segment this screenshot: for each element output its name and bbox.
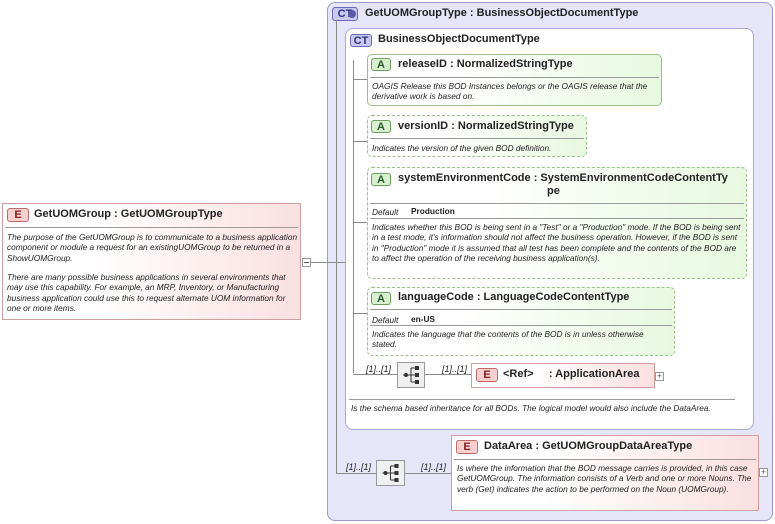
outer-connector-vertical	[336, 20, 337, 473]
app-area-multiplicity-left: [1]..[1]	[366, 364, 392, 374]
element-application-area[interactable]	[471, 363, 655, 388]
default-label: Default	[372, 207, 399, 217]
element-divider	[454, 459, 756, 460]
data-area-connector-right	[405, 473, 451, 474]
attribute-badge: A	[371, 58, 391, 71]
sequence-icon	[403, 366, 419, 384]
element-title: DataArea : GetUOMGroupDataAreaType	[484, 440, 693, 452]
attribute-divider	[370, 218, 744, 219]
attr-connector-2	[353, 141, 367, 142]
attr-connector-1	[353, 79, 367, 80]
element-description: There are many possible business applica…	[7, 272, 286, 314]
collapse-icon[interactable]	[302, 258, 311, 267]
attribute-title: releaseID : NormalizedStringType	[398, 58, 573, 70]
attribute-title: versionID : NormalizedStringType	[398, 120, 574, 132]
attribute-badge: A	[371, 173, 391, 186]
data-area-multiplicity-left: [1]..[1]	[346, 462, 372, 472]
data-area-multiplicity-right: [1]..[1]	[421, 462, 447, 472]
bod-divider	[349, 399, 735, 400]
bod-ct-title: BusinessObjectDocumentType	[378, 33, 540, 45]
element-badge: E	[7, 208, 29, 222]
element-title: GetUOMGroup : GetUOMGroupType	[34, 208, 223, 220]
attribute-system-environment-code[interactable]	[367, 167, 747, 279]
default-value: Production	[411, 206, 455, 216]
attribute-description: Indicates the language that the contents…	[372, 329, 644, 350]
attribute-badge: A	[371, 292, 391, 305]
attr-connector-3	[353, 222, 367, 223]
attribute-title-line1: systemEnvironmentCode : SystemEnvironmen…	[398, 172, 728, 184]
outer-connector-to-bod	[336, 262, 345, 263]
app-area-sequence-box[interactable]	[397, 362, 425, 388]
bod-description: Is the schema based inheritance for all …	[351, 403, 711, 413]
bod-ct-badge: CT	[350, 34, 372, 47]
element-description: Is where the information that the BOD me…	[457, 463, 752, 494]
element-title: <Ref> : ApplicationArea	[503, 368, 640, 380]
default-label: Default	[372, 315, 399, 325]
outer-ct-title: GetUOMGroupType : BusinessObjectDocument…	[365, 7, 639, 19]
element-get-uom-group[interactable]	[2, 203, 301, 320]
attribute-divider	[370, 325, 672, 326]
attribute-title-line2: pe	[547, 185, 560, 197]
expand-icon[interactable]: +	[655, 371, 664, 381]
attr-connector-vertical	[353, 60, 354, 373]
attribute-divider	[370, 203, 744, 204]
element-badge: E	[456, 440, 478, 454]
outer-ct-extension-icon	[348, 10, 356, 18]
data-area-connector-left	[336, 473, 376, 474]
attribute-divider	[370, 77, 659, 78]
app-area-connector-right	[425, 374, 471, 375]
data-area-sequence-box[interactable]	[376, 460, 405, 486]
root-connector	[311, 262, 336, 263]
element-data-area[interactable]	[451, 435, 759, 511]
attribute-title: languageCode : LanguageCodeContentType	[398, 291, 630, 303]
element-description: The purpose of the GetUOMGroup is to com…	[7, 232, 298, 263]
element-badge: E	[476, 368, 498, 382]
attribute-release-id[interactable]	[367, 54, 662, 106]
attribute-badge: A	[371, 120, 391, 133]
app-area-multiplicity-right: [1]..[1]	[442, 364, 468, 374]
expand-icon[interactable]: +	[759, 467, 768, 477]
attribute-version-id[interactable]	[367, 115, 587, 157]
attribute-language-code[interactable]	[367, 287, 675, 356]
attribute-description: Indicates the version of the given BOD d…	[372, 143, 552, 153]
attribute-divider	[370, 138, 584, 139]
sequence-icon	[382, 464, 399, 482]
attribute-description: OAGIS Release this BOD Instances belongs…	[372, 81, 648, 102]
attribute-divider	[370, 309, 672, 310]
default-value: en-US	[411, 314, 435, 324]
app-area-connector-left	[353, 374, 397, 375]
element-divider	[5, 227, 298, 228]
attr-connector-4	[353, 313, 367, 314]
attribute-description: Indicates whether this BOD is being sent…	[372, 222, 741, 264]
